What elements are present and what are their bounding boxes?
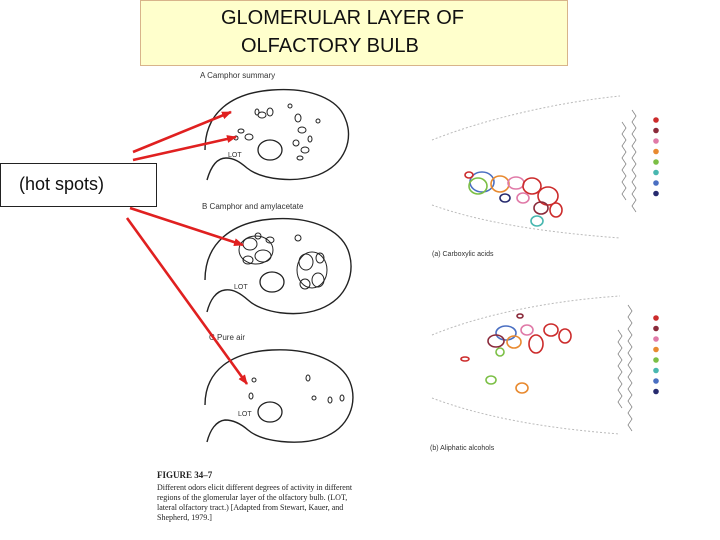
legend-dot	[653, 191, 659, 197]
map-panel-a: (a) Carboxylic acids	[432, 96, 636, 258]
legend-dot	[653, 159, 659, 165]
legend-dot	[653, 368, 659, 374]
map-panel-b: (b) Aliphatic alcohols	[430, 296, 632, 452]
legend-dot	[653, 149, 659, 155]
arrow-to-panel-a-upper	[133, 112, 231, 152]
figure-caption-line: regions of the glomerular layer of the o…	[157, 493, 347, 502]
lot-oval-c	[258, 402, 282, 422]
figure-caption-label: FIGURE 34–7	[157, 470, 213, 480]
legend-dot	[653, 336, 659, 342]
activity-blobs-b	[461, 314, 571, 393]
panel-a-label: A Camphor summary	[200, 71, 275, 80]
activity-blobs-a	[465, 172, 562, 226]
legend-dots-b	[653, 315, 659, 394]
legend-dot	[653, 389, 659, 395]
title-line-2: OLFACTORY BULB	[241, 35, 419, 58]
bulb-panel-c: C Pure air LOT	[205, 333, 353, 442]
glomeruli-a	[234, 104, 320, 160]
molecule-structures-a	[622, 110, 636, 212]
legend-dot	[653, 180, 659, 186]
legend-dot	[653, 326, 659, 332]
legend-dot	[653, 138, 659, 144]
bulb-panel-a: A Camphor summary LOT	[200, 71, 349, 180]
panel-b-label: B Camphor and amylacetate	[202, 202, 304, 211]
legend-dots-a	[653, 117, 659, 196]
molecule-structures-b	[618, 305, 632, 431]
legend-dot	[653, 117, 659, 123]
hot-spots-label: (hot spots)	[19, 174, 104, 195]
lot-label-c: LOT	[238, 411, 252, 418]
bulb-outline-c	[205, 350, 353, 442]
legend-dot	[653, 357, 659, 363]
bulb-outline-a	[205, 90, 349, 180]
figure-caption-line: Shepherd, 1979.]	[157, 513, 212, 522]
legend-dot	[653, 128, 659, 134]
bulb-outline-b	[205, 219, 351, 314]
legend-dot	[653, 347, 659, 353]
legend-dot	[653, 378, 659, 384]
lot-label-a: LOT	[228, 152, 242, 159]
arrow-to-panel-c	[127, 218, 247, 384]
hot-spots-callout: (hot spots)	[0, 163, 157, 207]
lot-oval-a	[258, 140, 282, 160]
title-line-1: GLOMERULAR LAYER OF	[221, 7, 464, 30]
figure-caption-line: Different odors elicit different degrees…	[157, 483, 353, 492]
lot-oval-b	[260, 272, 284, 292]
legend-dot	[653, 315, 659, 321]
glomeruli-c	[249, 375, 344, 403]
figure-caption-line: lateral olfactory tract.) [Adapted from …	[157, 503, 343, 512]
arrow-to-panel-b	[130, 208, 243, 245]
glomeruli-b	[239, 233, 327, 289]
title-box: GLOMERULAR LAYER OF OLFACTORY BULB	[140, 0, 568, 66]
bulb-panel-b: B Camphor and amylacetate LOT	[202, 202, 351, 314]
caption-carboxylic-acids: (a) Carboxylic acids	[432, 251, 494, 258]
arrow-to-panel-a-lower	[133, 137, 236, 160]
figure-caption: FIGURE 34–7 Different odors elicit diffe…	[157, 470, 353, 522]
legend-dot	[653, 170, 659, 176]
lot-label-b: LOT	[234, 284, 248, 291]
caption-aliphatic-alcohols: (b) Aliphatic alcohols	[430, 445, 495, 452]
